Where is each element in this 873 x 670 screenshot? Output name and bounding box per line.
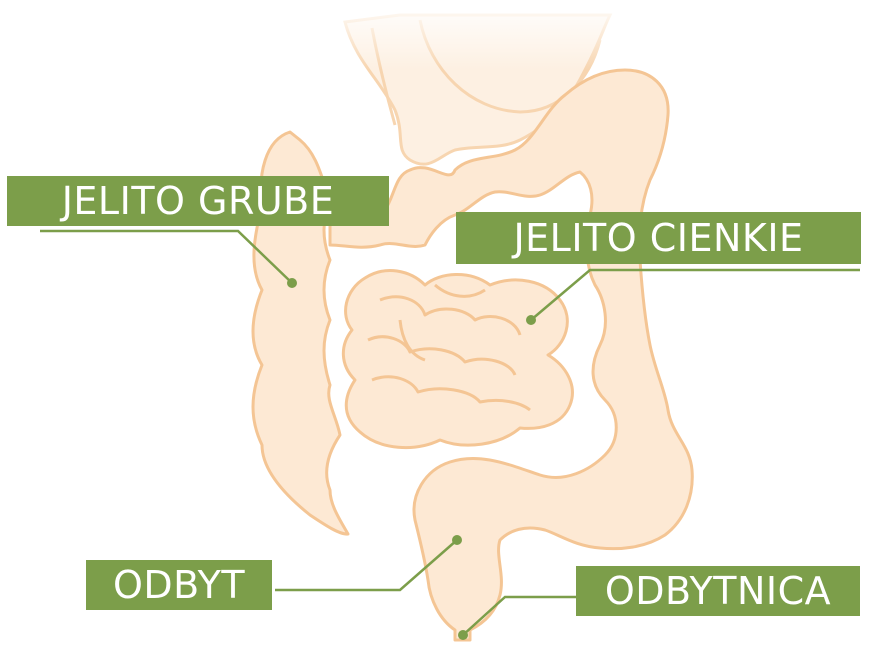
- leader-dots: [287, 278, 536, 640]
- leader-small-intestine: [530, 268, 860, 321]
- label-anus: ODBYT: [86, 560, 272, 610]
- top-fade: [330, 0, 630, 70]
- dot-anus: [452, 535, 462, 545]
- dot-small-intestine: [526, 315, 536, 325]
- label-large-intestine: JELITO GRUBE: [7, 176, 389, 226]
- small-intestine-shape: [341, 269, 574, 450]
- label-rectum: ODBYTNICA: [576, 566, 860, 616]
- leader-lines: [40, 229, 860, 636]
- dot-rectum: [458, 630, 468, 640]
- leader-anus: [275, 539, 458, 592]
- leader-large-intestine: [40, 229, 293, 284]
- dot-large-intestine: [287, 278, 297, 288]
- label-small-intestine: JELITO CIENKIE: [456, 212, 861, 264]
- leader-rectum: [462, 595, 576, 636]
